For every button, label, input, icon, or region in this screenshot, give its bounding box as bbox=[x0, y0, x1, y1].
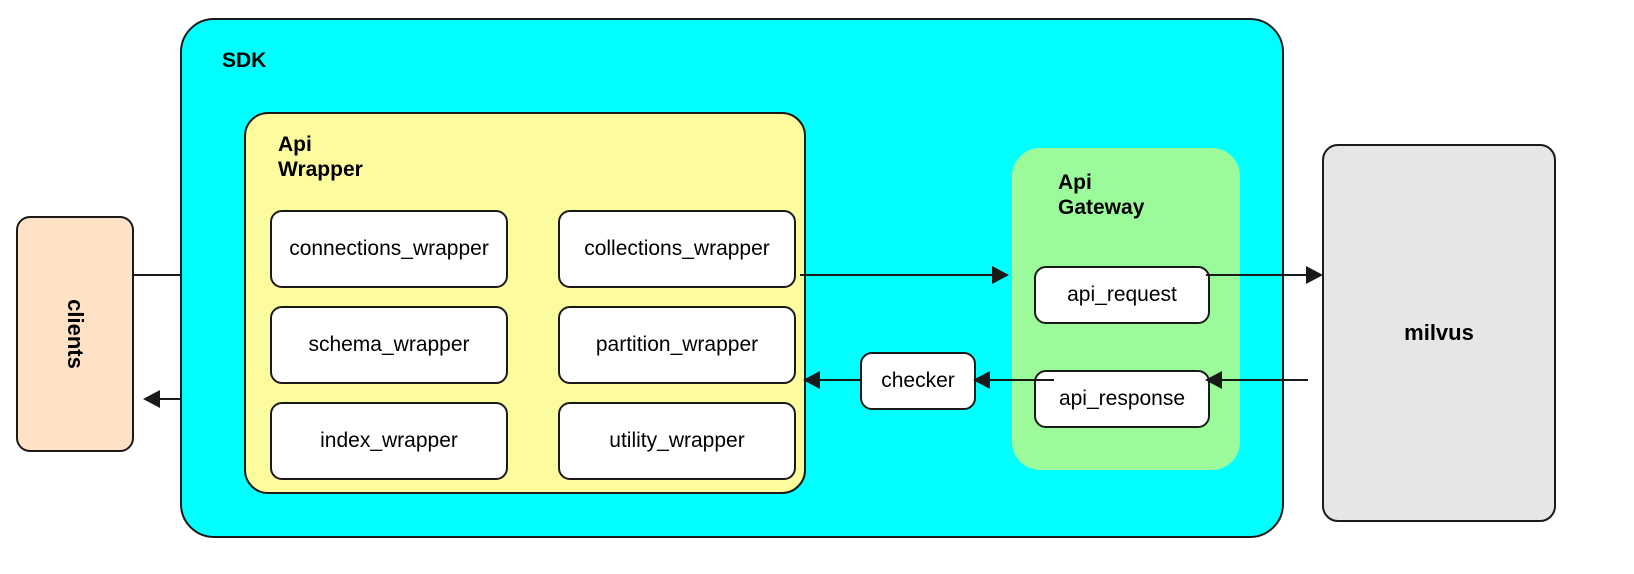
partition-wrapper-node[interactable]: partition_wrapper bbox=[558, 306, 796, 384]
clients-label: clients bbox=[62, 299, 88, 369]
connector-checker-to-wrapper bbox=[820, 379, 860, 381]
api-request-node[interactable]: api_request bbox=[1034, 266, 1210, 324]
connector-request-to-milvus bbox=[1206, 274, 1316, 276]
index-wrapper-node[interactable]: index_wrapper bbox=[270, 402, 508, 480]
connector-clients-to-sdk bbox=[134, 274, 220, 276]
clients-node[interactable]: clients bbox=[16, 216, 134, 452]
api-response-node[interactable]: api_response bbox=[1034, 370, 1210, 428]
arrowhead-milvus-to-response bbox=[1205, 371, 1222, 389]
milvus-node[interactable]: milvus bbox=[1322, 144, 1556, 522]
connector-wrapper-to-gateway bbox=[800, 274, 992, 276]
arrowhead-response-to-checker bbox=[973, 371, 990, 389]
connector-response-to-checker bbox=[976, 379, 1054, 381]
api-wrapper-title: Api Wrapper bbox=[278, 133, 363, 182]
arrowhead-request-to-milvus bbox=[1306, 266, 1323, 284]
collections-wrapper-node[interactable]: collections_wrapper bbox=[558, 210, 796, 288]
api-wrapper-container[interactable]: Api Wrapper connections_wrapper collecti… bbox=[244, 112, 806, 494]
arrowhead-sdk-to-clients bbox=[143, 390, 160, 408]
connector-milvus-to-response bbox=[1222, 379, 1308, 381]
utility-wrapper-node[interactable]: utility_wrapper bbox=[558, 402, 796, 480]
checker-node[interactable]: checker bbox=[860, 352, 976, 410]
schema-wrapper-node[interactable]: schema_wrapper bbox=[270, 306, 508, 384]
sdk-container[interactable]: SDK Api Wrapper connections_wrapper coll… bbox=[180, 18, 1284, 538]
api-gateway-title: Api Gateway bbox=[1058, 171, 1145, 220]
arrowhead-checker-to-wrapper bbox=[803, 371, 820, 389]
arrowhead-wrapper-to-gateway bbox=[992, 266, 1009, 284]
api-gateway-container[interactable]: Api Gateway api_request api_response bbox=[1012, 148, 1240, 470]
connections-wrapper-node[interactable]: connections_wrapper bbox=[270, 210, 508, 288]
sdk-title: SDK bbox=[222, 49, 267, 72]
